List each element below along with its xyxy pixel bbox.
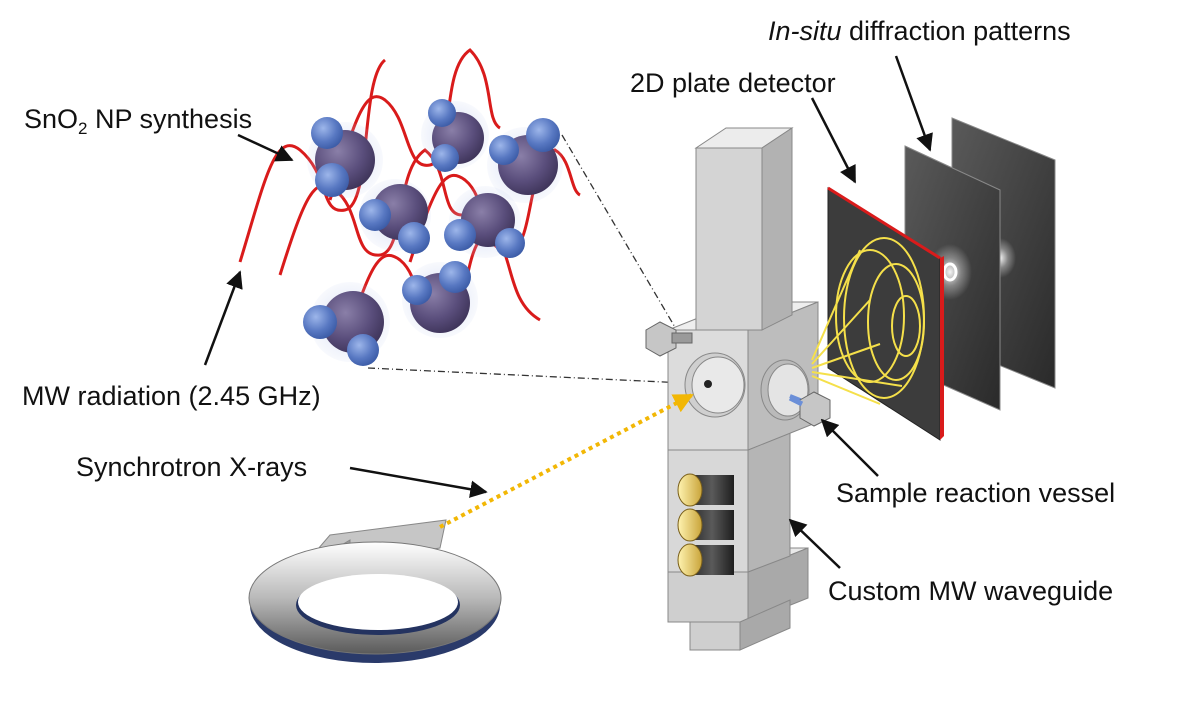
arrow-mw-radiation xyxy=(203,270,243,366)
coax-connector-icon xyxy=(677,543,734,577)
diffracted-beams xyxy=(811,249,903,405)
arrow-vessel xyxy=(820,418,879,477)
bolt-icon xyxy=(788,391,831,427)
coax-connector-icon xyxy=(677,508,734,542)
arrow-insitu xyxy=(894,55,933,152)
label-2d-detector: 2D plate detector xyxy=(630,68,836,98)
label-synchrotron-xrays: Synchrotron X-rays xyxy=(76,452,308,482)
xray-beam xyxy=(439,393,694,529)
zoom-line-top xyxy=(561,134,707,381)
label-sample-vessel: Sample reaction vessel xyxy=(836,478,1116,508)
sno2-molecule-icon xyxy=(421,99,489,172)
zoom-lines xyxy=(367,134,707,385)
sno2-molecule-icon xyxy=(303,282,390,366)
mw-wave-2 xyxy=(328,48,501,201)
coax-connector-icon xyxy=(677,473,734,507)
sno2-molecule-icon xyxy=(359,179,431,254)
label-arrows xyxy=(203,55,933,569)
label-sno2-synthesis: SnO2 NP synthesis xyxy=(24,104,253,138)
arrow-sno2 xyxy=(237,133,294,162)
bolt-icon xyxy=(645,321,693,357)
label-mw-waveguide: Custom MW waveguide xyxy=(828,576,1114,606)
synchrotron-storage-ring-icon xyxy=(248,519,502,663)
sno2-molecule-icon xyxy=(444,186,525,258)
arrow-xrays xyxy=(349,466,488,498)
connector-group xyxy=(677,473,734,577)
label-mw-radiation: MW radiation (2.45 GHz) xyxy=(22,381,321,411)
arrow-detector xyxy=(810,97,857,184)
nanoparticle-cluster xyxy=(303,99,563,366)
label-insitu-diffraction: In-situ diffraction patterns xyxy=(768,16,1071,46)
sno2-molecule-icon xyxy=(487,118,563,203)
arrow-waveguide xyxy=(788,518,841,569)
sno2-molecule-icon xyxy=(307,117,383,198)
sno2-molecule-icon xyxy=(402,261,478,338)
zoom-line-bottom xyxy=(367,367,707,385)
detector-plate-icon xyxy=(811,186,944,441)
